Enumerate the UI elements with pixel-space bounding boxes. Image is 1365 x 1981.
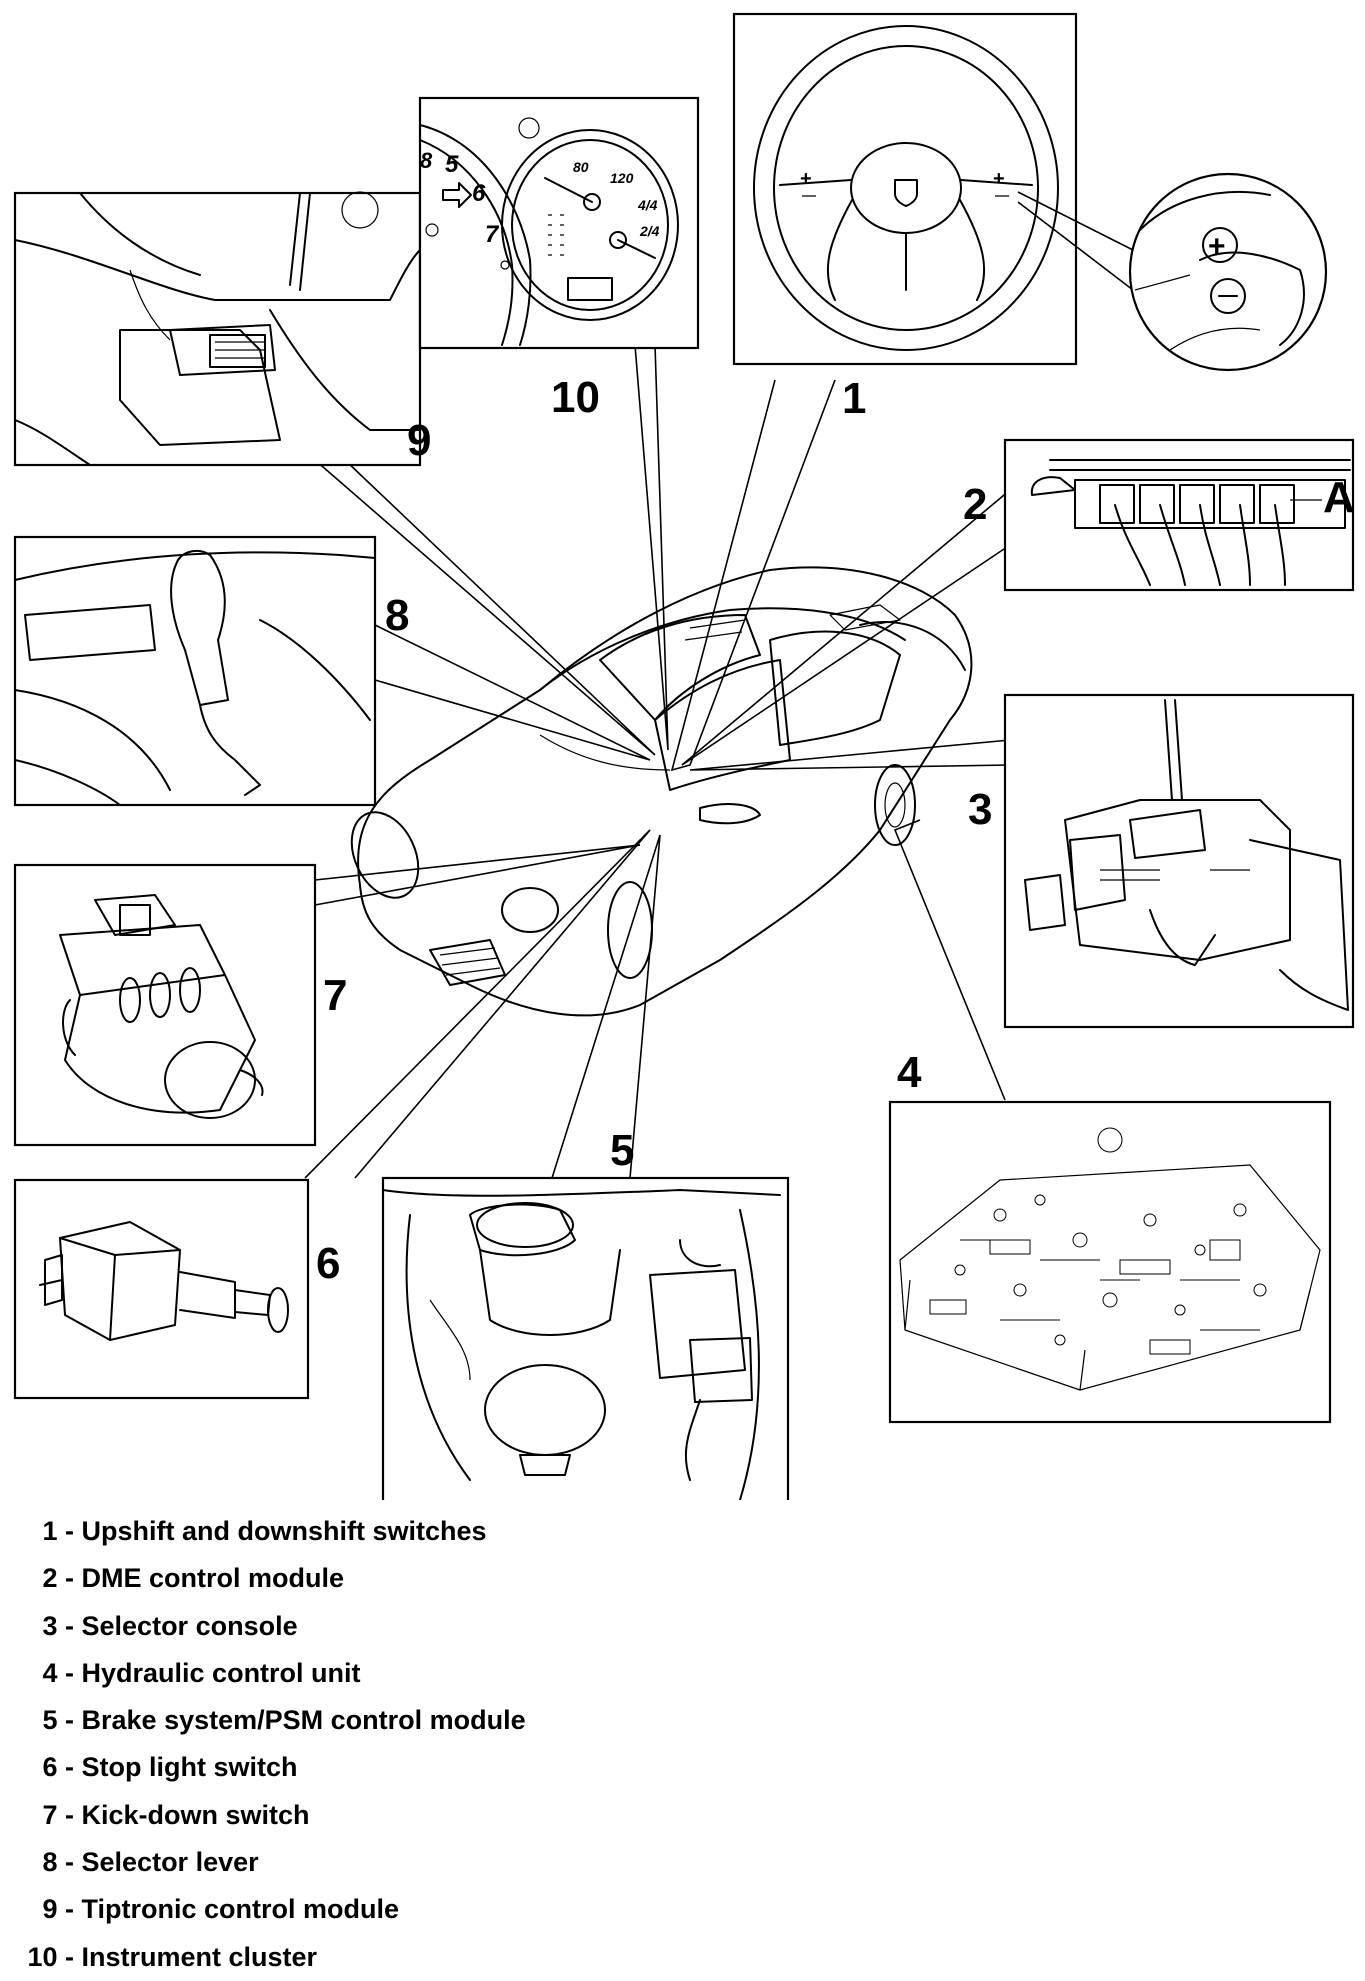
svg-text:2/4: 2/4 [639,223,660,239]
legend-text: DME control module [81,1563,345,1594]
legend-item: 7 - Kick-down switch [20,1792,820,1839]
legend-item: 8 - Selector lever [20,1839,820,1886]
svg-text:120: 120 [610,170,634,186]
tach-numbers: 8 5 6 7 [420,148,500,248]
speedo-numbers: 80 120 4/4 2/4 [573,159,660,239]
legend-number: 7 - [42,1799,74,1830]
legend-item: 6 - Stop light switch [20,1744,820,1791]
legend-text: Brake system/PSM control module [81,1705,526,1736]
svg-text:80: 80 [573,159,589,175]
legend-number: 9 - [42,1894,74,1925]
legend-text: Instrument cluster [81,1941,318,1972]
panel-9-tiptronic-module [13,191,422,467]
legend-text: Selector lever [81,1847,259,1878]
callout-8: 8 [385,591,409,640]
callout-4: 4 [897,1048,922,1097]
legend-item: 1 - Upshift and downshift switches [20,1508,820,1555]
callout-5: 5 [610,1126,634,1175]
callout-6: 6 [316,1239,340,1288]
panel-8-selector-lever [13,535,377,807]
legend-number: 5 - [42,1705,74,1736]
legend-text: Stop light switch [81,1752,298,1783]
legend-text: Selector console [81,1610,298,1641]
panel-1-steering-wheel: + + [732,12,1078,366]
panel-10-instrument-cluster: 8 5 6 7 80 120 4/4 2/4 [418,96,700,350]
legend-item: 4 - Hydraulic control unit [20,1650,820,1697]
callout-2: 2 [963,480,987,529]
callout-3: 3 [968,785,992,834]
legend-text: Kick-down switch [81,1799,310,1830]
svg-text:+: + [993,168,1005,190]
svg-text:+: + [800,168,812,190]
panel-4-hydraulic-control-unit [888,1100,1332,1424]
panel-2-dme-module: A [1003,438,1355,592]
callout-7: 7 [323,971,347,1020]
panel-5-brake-psm-module [381,1176,790,1500]
panel-3-selector-console [1003,693,1355,1029]
legend-number: 2 - [42,1563,74,1594]
svg-text:7: 7 [485,221,500,248]
svg-text:8: 8 [420,148,433,173]
svg-text:4/4: 4/4 [637,197,658,213]
component-location-diagram: 8 5 6 7 80 120 4/4 2/4 + + + [13,12,1355,1500]
legend-number: 4 - [42,1657,74,1688]
legend-item: 3 - Selector console [20,1603,820,1650]
label-a: A [1323,473,1355,522]
callout-numbers: 1 2 3 4 5 6 7 8 9 10 [316,373,992,1288]
legend-number: 3 - [42,1610,74,1641]
svg-text:6: 6 [472,180,486,207]
legend-number: 10 - [27,1941,74,1972]
car-illustration [350,566,973,1017]
panel-7-kick-down-switch [13,863,317,1147]
legend-number: 6 - [42,1752,74,1783]
svg-text:+: + [1208,230,1226,263]
legend-text: Tiptronic control module [81,1894,400,1925]
panel-6-stop-light-switch [13,1178,310,1400]
callout-10: 10 [551,373,600,422]
callout-9: 9 [407,416,431,465]
legend-item: 2 - DME control module [20,1555,820,1602]
legend-number: 8 - [42,1847,74,1878]
component-legend: 1 - Upshift and downshift switches 2 - D… [20,1508,820,1981]
legend-text: Upshift and downshift switches [81,1516,487,1546]
legend-item: 5 - Brake system/PSM control module [20,1697,820,1744]
legend-text: Hydraulic control unit [81,1657,361,1688]
legend-item: 10 - Instrument cluster [20,1934,820,1981]
paddle-switch-zoom: + [1017,172,1328,372]
hydraulic-valve-body-detail [929,1127,1267,1355]
legend-number: 1 - [42,1516,74,1546]
svg-text:5: 5 [445,151,459,178]
callout-1: 1 [842,374,866,423]
kick-down-terminals [119,967,201,1023]
legend-item: 9 - Tiptronic control module [20,1886,820,1933]
